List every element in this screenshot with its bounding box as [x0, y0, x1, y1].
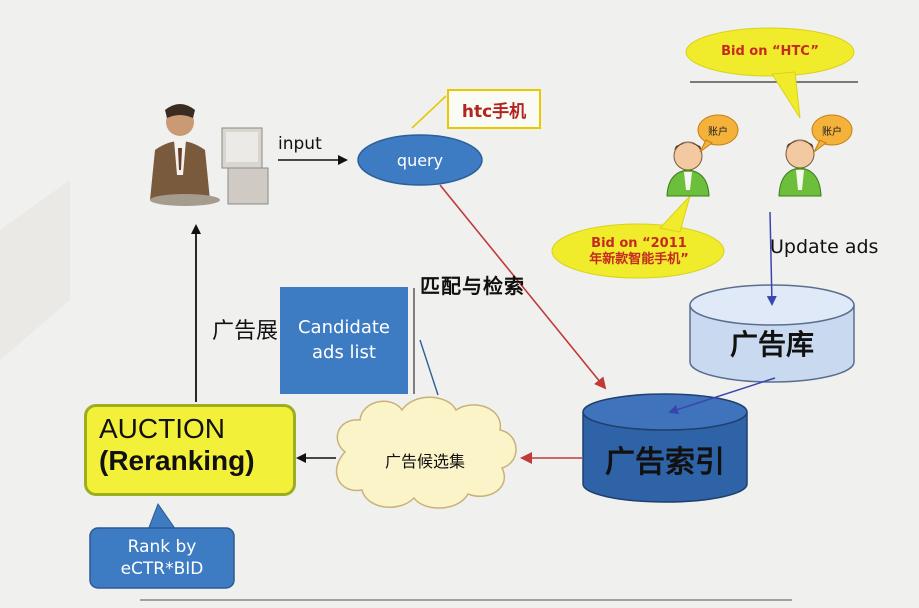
input-label: input — [278, 134, 322, 154]
account-bubble-2 — [811, 114, 853, 153]
candidate-ads-line2: ads list — [312, 341, 376, 363]
candidate-ads-line1: Candidate — [297, 317, 391, 339]
rank-line1: Rank by — [127, 536, 197, 557]
candidate-connector — [419, 339, 439, 396]
rank-callout — [89, 502, 235, 589]
htc-tag-connector — [411, 95, 447, 129]
account-bubble-1 — [697, 114, 739, 153]
ad-library-label: 广告库 — [729, 328, 814, 361]
bid-2011-line1: Bid on “2011 — [591, 235, 687, 251]
match-and-retrieve-label: 匹配与检索 — [420, 274, 525, 298]
htc-query-tag: htc手机 — [447, 89, 541, 129]
candidate-ads-list: Candidate ads list — [280, 287, 408, 394]
user-at-computer-icon — [150, 104, 269, 206]
account-label-1: 账户 — [708, 126, 728, 138]
reranking-subtitle: (Reranking) — [99, 445, 255, 476]
rank-by-label: Rank by eCTR*BID — [90, 528, 234, 588]
match-arrow — [439, 184, 607, 390]
update-ads-arrow — [766, 211, 777, 306]
ad-candidate-cloud — [335, 396, 517, 509]
ad-index-database — [582, 393, 748, 503]
query-label: query — [396, 150, 444, 170]
advertiser-2-icon — [778, 139, 822, 197]
account-label-2: 账户 — [822, 126, 842, 138]
rank-line2: eCTR*BID — [120, 559, 204, 579]
auction-reranking-box: AUCTION (Reranking) — [84, 404, 296, 496]
ad-display-label: 广告展 — [212, 319, 279, 344]
bid-htc-text: Bid on “HTC” — [721, 43, 819, 59]
bid-2011-bubble — [551, 195, 725, 279]
update-ads-label: Update ads — [770, 236, 879, 258]
ad-candidate-set-label: 广告候选集 — [384, 452, 465, 471]
glare — [0, 180, 70, 360]
ad-index-label: 广告索引 — [605, 445, 725, 480]
library-to-index-arrow — [668, 377, 776, 415]
bid-htc-bubble — [685, 27, 855, 119]
auction-title: AUCTION — [99, 413, 225, 444]
query-node — [357, 134, 483, 186]
bid-2011-text: Bid on “2011 年新款智能手机” — [556, 233, 722, 271]
advertiser-1-icon — [666, 141, 710, 197]
bid-2011-line2: 年新款智能手机” — [589, 252, 689, 267]
